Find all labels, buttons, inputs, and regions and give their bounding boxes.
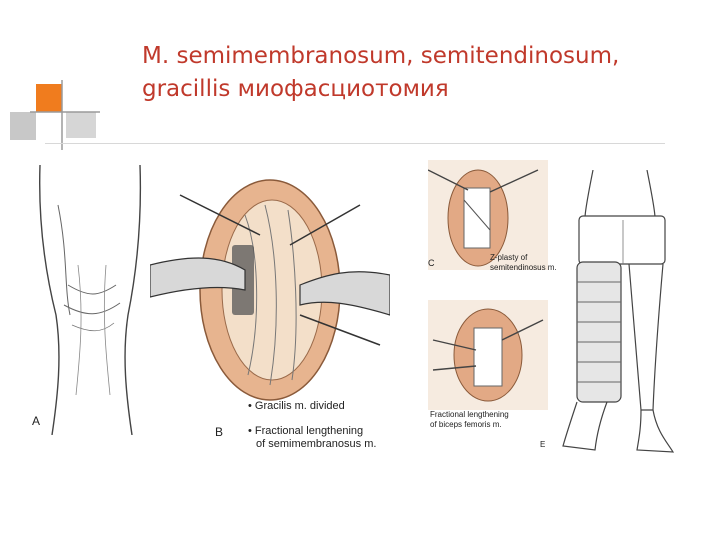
panel-e-label: E xyxy=(540,440,546,449)
panel-c-note-line-2: semitendinosus m. xyxy=(490,263,557,272)
panel-c-zplasty-illustration xyxy=(428,160,548,270)
panel-c-label: C xyxy=(428,258,435,268)
title-divider xyxy=(45,143,665,144)
slide-title: M. semimembranosum, semitendinosum, grac… xyxy=(142,40,702,106)
panel-b-bullet-1: • Gracilis m. divided xyxy=(248,400,345,412)
decorative-squares-icon xyxy=(10,80,100,150)
panel-a-label: A xyxy=(32,414,41,428)
panel-a-knee-illustration xyxy=(39,165,142,435)
panel-b-surgery-illustration xyxy=(150,179,390,401)
title-line-1: M. semimembranosum, semitendinosum, xyxy=(142,43,620,69)
panel-d-note-line-1: Fractional lengthening xyxy=(430,410,509,419)
panel-d-biceps-illustration xyxy=(428,300,548,410)
panel-b-bullet-2-line-1: • Fractional lengthening xyxy=(248,425,364,437)
panel-e-cast-illustration xyxy=(562,170,675,453)
panel-b-bullet-2-line-2: of semimembranosus m. xyxy=(256,438,377,450)
title-line-2: gracillis миофасциотомия xyxy=(142,76,449,102)
panel-b-label: B xyxy=(215,425,224,439)
panel-c-note-line-1: Z-plasty of xyxy=(490,253,528,262)
panel-d-note-line-2: of biceps femoris m. xyxy=(430,420,502,429)
